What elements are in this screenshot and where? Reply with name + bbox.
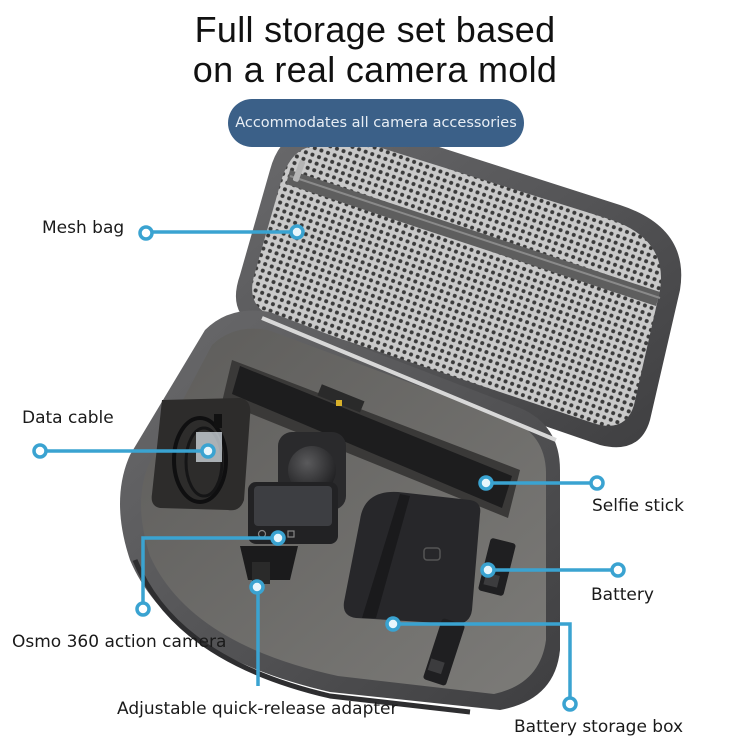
callout-dot-icon: [387, 618, 399, 630]
case-base: [120, 310, 560, 715]
callout-dot-icon: [272, 532, 284, 544]
callout-dot-icon: [480, 477, 492, 489]
title-line-2: on a real camera mold: [192, 49, 558, 90]
callout-dot-icon: [291, 226, 303, 238]
callout-label-selfie-stick: Selfie stick: [592, 496, 684, 516]
case-lid: [235, 123, 682, 448]
callout-label-adapter: Adjustable quick-release adapter: [117, 699, 398, 719]
callout-dot-icon: [482, 564, 494, 576]
feature-badge: Accommodates all camera accessories: [228, 99, 524, 147]
callout-label-battery: Battery: [591, 585, 654, 605]
callout-dot-icon: [251, 581, 263, 593]
callout-label-mesh-bag: Mesh bag: [42, 218, 125, 238]
page-title: Full storage set based on a real camera …: [0, 10, 750, 90]
title-line-1: Full storage set based: [194, 9, 556, 50]
callout-label-battery-box: Battery storage box: [514, 717, 684, 737]
callout-dot-icon: [202, 445, 214, 457]
callout-label-osmo-camera: Osmo 360 action camera: [12, 632, 227, 652]
callout-label-data-cable: Data cable: [22, 408, 114, 428]
